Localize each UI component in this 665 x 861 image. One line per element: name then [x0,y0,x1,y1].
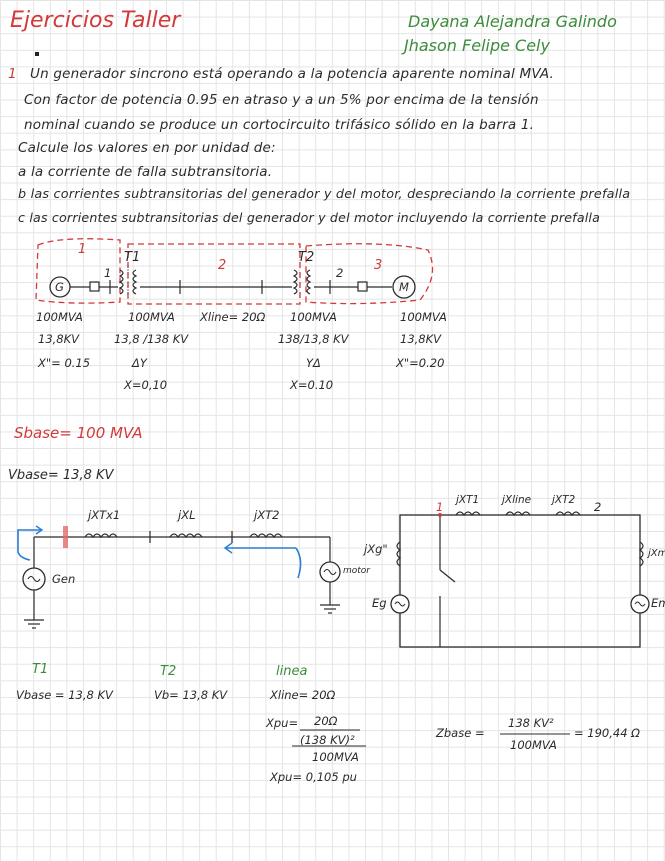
c1-label-jxt1: jXTx1 [88,508,121,522]
zone-label-1: 1 [78,242,87,257]
item-c: c las corrientes subtransitorias del gen… [18,210,601,225]
line-reactance-label: Xline= 20Ω [200,310,266,324]
bullet-dot [35,52,39,56]
c2-jxt2 [555,511,581,517]
line-block-num: 20Ω [314,714,338,728]
c2-label-jxline: jXline [502,494,532,506]
c2-jxg [396,541,402,567]
t1-data-1: 100MVA [128,310,175,324]
generator-letter: G [55,280,64,294]
item-b: b las corrientes subtransitorias del gen… [18,187,631,202]
gen-data-1: 100MVA [36,310,83,324]
problem-line-3: nominal cuando se produce un cortocircui… [24,117,535,133]
t2-block-value: Vb= 13,8 KV [154,688,228,702]
c2-jxline [505,511,531,517]
problem-line-2: Con factor de potencia 0.95 en atraso y … [24,92,539,108]
zbase-num: 138 KV² [508,716,554,730]
jxt2-inductor [249,533,283,539]
jxt1-inductor [84,533,118,539]
c1-gen-label: Gen [52,572,76,586]
blue-bracket [17,529,42,561]
zbase-lhs: Zbase = [436,726,485,740]
line-block-result: Xpu= 0,105 pu [270,770,357,784]
t1-secondary-coil [132,269,138,295]
t2-data-3: YΔ [306,356,321,370]
c2-node-1: 1 [436,500,444,514]
breaker-1 [89,281,100,292]
breaker-2 [357,281,368,292]
line-block-title: linea [276,664,308,679]
t2-primary-coil [292,269,298,295]
c2-node-2: 2 [594,500,602,514]
c1-label-jxt2: jXT2 [254,508,280,522]
c2-label-eg: Eg [372,596,387,610]
motor-symbol [392,275,416,299]
t2-data-1: 100MVA [290,310,337,324]
t2-data-4: X=0.10 [290,378,334,392]
t1-data-3: ΔY [132,356,147,370]
bus-label-1: 1 [104,266,112,280]
c2-jxm [638,541,644,567]
author-1: Dayana Alejandra Galindo [408,12,617,31]
c2-label-jxt2: jXT2 [552,494,576,506]
zone-label-2: 2 [218,258,227,273]
vbase-label: Vbase= 13,8 KV [8,468,114,483]
fault-marker [63,526,68,548]
problem-line-4: Calcule los valores en por unidad de: [18,140,276,156]
motor-data-3: X"=0.20 [396,356,445,370]
motor-letter: M [399,280,409,294]
t2-label: T2 [298,250,315,265]
c2-jxt1 [455,511,481,517]
t1-label: T1 [124,250,141,265]
bus-label-2: 2 [336,266,344,280]
jxl-inductor [169,533,203,539]
motor-data-2: 13,8KV [400,332,442,346]
t2-data-2: 138/13,8 KV [278,332,349,346]
item-a: a la corriente de falla subtransitoria. [18,164,273,180]
motor-data-1: 100MVA [400,310,447,324]
c2-label-jxm: jXm" [648,548,665,559]
zone-3-outline [305,243,434,305]
circuit2-frame [399,514,641,648]
line-block-xpu-lhs: Xpu= [266,716,299,730]
zone-1-outline [35,238,121,304]
problem-number: 1 [8,66,17,82]
sbase-label: Sbase= 100 MVA [14,424,143,442]
author-2: Jhason Felipe Cely [404,36,550,55]
gen-data-2: 13,8KV [38,332,80,346]
c2-label-em: Em [651,596,665,610]
line-block-xline: Xline= 20Ω [270,688,336,702]
line-block-den1: (138 KV)² [300,733,355,747]
zone-label-3: 3 [374,258,383,273]
page-title: Ejercicios Taller [10,8,181,33]
problem-line-1: Un generador sincrono está operando a la… [30,66,555,82]
gen-data-3: X"= 0.15 [38,356,91,370]
t2-block-title: T2 [160,664,177,679]
t2-secondary-coil [306,269,312,295]
t1-block-title: T1 [32,662,49,677]
fault-switch [439,569,456,583]
t1-data-2: 13,8 /138 KV [114,332,189,346]
c2-label-jxg: jXg" [364,542,388,556]
zone-2-outline [127,243,301,305]
c2-label-jxt1: jXT1 [456,494,480,506]
t1-data-4: X=0,10 [124,378,168,392]
c1-label-jxl: jXL [178,508,196,522]
zbase-den: 100MVA [510,738,557,752]
t1-primary-coil [118,269,124,295]
line-block-den2: 100MVA [312,750,359,764]
c1-motor-label: motor [343,566,371,576]
zbase-result: = 190,44 Ω [574,726,640,740]
t1-block-value: Vbase = 13,8 KV [16,688,113,702]
